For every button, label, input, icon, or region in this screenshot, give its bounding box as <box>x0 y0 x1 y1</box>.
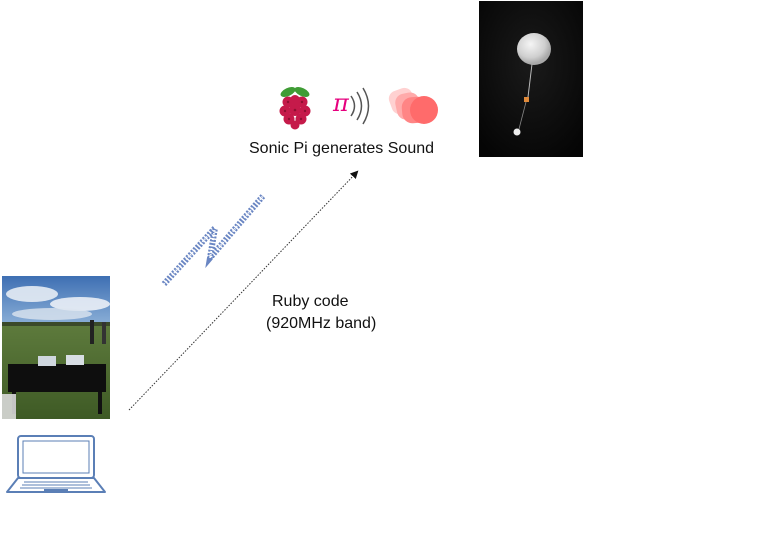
laptop-icon <box>6 435 106 493</box>
frequency-band-label: (920MHz band) <box>266 315 377 332</box>
sound-wave-icon <box>388 87 438 124</box>
field-photo <box>2 276 110 419</box>
pi-symbol: π <box>333 89 349 117</box>
raspberry-pi-icon <box>279 87 311 130</box>
sound-arcs-icon <box>350 87 370 125</box>
balloon-photo <box>479 1 583 157</box>
sonic-pi-caption: Sonic Pi generates Sound <box>249 140 435 157</box>
ruby-code-label: Ruby code <box>272 293 349 310</box>
